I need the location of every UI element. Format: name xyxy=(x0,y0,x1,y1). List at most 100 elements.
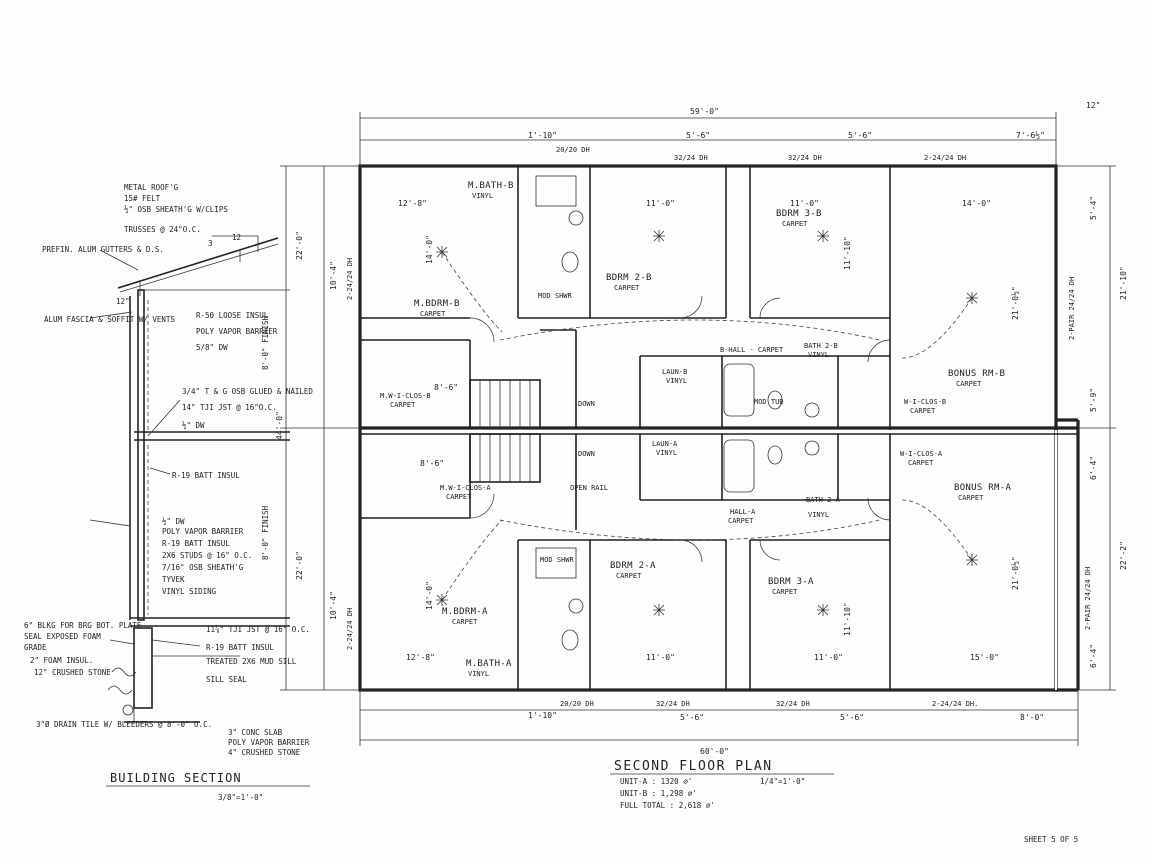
fixture-mod-shwr-b: MOD SHWR xyxy=(538,292,573,300)
plan-scale: 1/4"=1'-0" xyxy=(760,777,805,786)
section-title: BUILDING SECTION xyxy=(110,771,242,785)
sec-note-10: 3/4" T & G OSB GLUED & NAILED xyxy=(182,387,313,396)
unit-a-area: UNIT-A : 1320 ⌀' xyxy=(620,777,692,786)
dim-bottom-overall: 60'-0" xyxy=(700,747,729,756)
sec-note-22: SEAL EXPOSED FOAM xyxy=(24,632,101,641)
room-m-bath-b-floor: VINYL xyxy=(472,192,493,200)
unit-b-area: UNIT-B : 1,298 ⌀' xyxy=(620,789,697,798)
window-top-4: 2-24/24 DH xyxy=(924,154,966,162)
dim-top-overall: 59'-0" xyxy=(690,107,719,116)
sec-note-15: POLY VAPOR BARRIER xyxy=(162,527,244,536)
window-right-2: 2-PAIR 24/24 DH xyxy=(1084,567,1092,630)
sheet-number: SHEET 5 OF 5 xyxy=(1024,835,1078,844)
room-bdrm2a: BDRM 2-A xyxy=(610,561,656,571)
floor-plan xyxy=(280,112,1116,746)
dim-1-10-bot: 1'-10" xyxy=(528,711,557,720)
sec-note-14: ½" DW xyxy=(162,517,185,526)
room-w-clos-a-floor: CARPET xyxy=(908,459,934,467)
sec-note-19: TYVEK xyxy=(162,575,185,584)
sec-note-28: TREATED 2X6 MUD SILL xyxy=(206,657,297,666)
room-laund-b: LAUN-B xyxy=(662,368,687,376)
dim-10-4-b: 10'-4" xyxy=(329,261,338,290)
dim-12-8-b: 12'-8" xyxy=(398,199,427,208)
dim-5-6-top-b: 5'-6" xyxy=(848,131,872,140)
sec-note-8: POLY VAPOR BARRIER xyxy=(196,327,278,336)
stair-down-b: DOWN xyxy=(578,400,595,408)
room-bdrm2b: BDRM 2-B xyxy=(606,273,652,283)
dim-11-0-3b: 11'-0" xyxy=(790,199,819,208)
stair-open-rail: OPEN RAIL xyxy=(570,484,608,492)
sec-note-20: VINYL SIDING xyxy=(162,587,217,596)
window-top-2: 32/24 DH xyxy=(674,154,708,162)
window-top-3: 32/24 DH xyxy=(788,154,822,162)
dim-right-a: 22'-2" xyxy=(1119,541,1128,570)
dim-1-10-top: 1'-10" xyxy=(528,131,557,140)
sec-note-5: PREFIN. ALUM GUTTERS & D.S. xyxy=(42,245,164,254)
sec-note-32: POLY VAPOR BARRIER xyxy=(228,738,310,747)
dim-12-8-a: 12'-8" xyxy=(406,653,435,662)
dim-11-10-b: 11'-10" xyxy=(843,236,852,270)
window-bot-1: 20/20 DH xyxy=(560,700,594,708)
dim-14-0-bonus-b: 14'-0" xyxy=(962,199,991,208)
dim-5-6-bot-b: 5'-6" xyxy=(840,713,864,722)
stair-down-a: DOWN xyxy=(578,450,595,458)
room-bath2a: BATH 2-A xyxy=(806,496,841,504)
window-bot-4: 2-24/24 DH. xyxy=(932,700,978,708)
sec-note-18: 7/16" OSB SHEATH'G xyxy=(162,563,244,572)
sec-note-2: 15# FELT xyxy=(124,194,161,203)
room-bdrm3a: BDRM 3-A xyxy=(768,577,814,587)
dim-14-0-mb-b: 14'-0" xyxy=(425,235,434,264)
sec-note-29: SILL SEAL xyxy=(206,675,247,684)
window-left-2: 2-24/24 DH xyxy=(346,608,354,650)
sec-note-12: ½" DW xyxy=(182,421,205,430)
dim-11-0-3a: 11'-0" xyxy=(814,653,843,662)
dim-11-10-a: 11'-10" xyxy=(843,602,852,636)
sec-note-21: 6" BLKG FOR BRG BOT. PLATE xyxy=(24,621,142,630)
sec-note-9: 5/8" DW xyxy=(196,343,228,352)
dim-left-a: 22'-0" xyxy=(295,551,304,580)
roof-pitch-rise: 3 xyxy=(208,239,213,248)
room-laund-b-floor: VINYL xyxy=(666,377,687,385)
room-bdrm2a-floor: CARPET xyxy=(616,572,642,580)
sec-note-6: ALUM FASCIA & SOFFIT W/ VENTS xyxy=(44,315,175,324)
dim-8-0-bot: 8'-0" xyxy=(1020,713,1044,722)
room-mw-clos-b-floor: CARPET xyxy=(390,401,416,409)
room-w-clos-a: W-I-CLOS-A xyxy=(900,450,943,458)
sec-note-25: 12" CRUSHED STONE xyxy=(34,668,111,677)
window-bot-3: 32/24 DH xyxy=(776,700,810,708)
finish-dim-upper: 8'-0" FINISH xyxy=(261,315,270,370)
room-m-bdrm-a-floor: CARPET xyxy=(452,618,478,626)
dim-8-6-b: 8'-6" xyxy=(434,383,458,392)
sec-note-27: R-19 BATT INSUL xyxy=(206,643,274,652)
dim-5-4: 5'-4" xyxy=(1089,196,1098,220)
room-mw-clos-a: M.W-I-CLOS-A xyxy=(440,484,491,492)
finish-dim-lower: 8'-0" FINISH xyxy=(261,505,270,560)
sec-note-4: TRUSSES @ 24"O.C. xyxy=(124,225,201,234)
dim-5-6-top-a: 5'-6" xyxy=(686,131,710,140)
room-bonus-b: BONUS RM-B xyxy=(948,369,1005,379)
room-laund-a: LAUN-A xyxy=(652,440,678,448)
room-bdrm3a-floor: CARPET xyxy=(772,588,798,596)
room-m-bdrm-b-floor: CARPET xyxy=(420,310,446,318)
fixture-mod-tub: MOD TUB xyxy=(754,398,784,406)
window-right-1: 2-PAIR 24/24 DH xyxy=(1068,277,1076,340)
dim-right-b: 21'-10" xyxy=(1119,266,1128,300)
dim-5-6-bot-a: 5'-6" xyxy=(680,713,704,722)
window-left-1: 2-24/24 DH xyxy=(346,258,354,300)
window-bot-2: 32/24 DH xyxy=(656,700,690,708)
room-m-bath-a: M.BATH-A xyxy=(466,659,512,669)
dim-15-0-bonus-a: 15'-0" xyxy=(970,653,999,662)
sec-note-13: R-19 BATT INSUL xyxy=(172,471,240,480)
room-bdrm3b: BDRM 3-B xyxy=(776,209,822,219)
room-mw-clos-b: M.W-I-CLOS-B xyxy=(380,392,431,400)
room-m-bath-a-floor: VINYL xyxy=(468,670,489,678)
sec-note-11: 14" TJI JST @ 16"O.C. xyxy=(182,403,277,412)
room-w-clos-b-floor: CARPET xyxy=(910,407,936,415)
dim-top-12: 12" xyxy=(1086,101,1100,110)
sec-note-16: R-19 BATT INSUL xyxy=(162,539,230,548)
building-section: METAL ROOF'G 15# FELT ½" OSB SHEATH'G W/… xyxy=(24,183,313,802)
room-laund-a-floor: VINYL xyxy=(656,449,677,457)
sec-note-30: 3"Ø DRAIN TILE W/ BLEEDERS @ 8'-0" O.C. xyxy=(36,720,212,729)
